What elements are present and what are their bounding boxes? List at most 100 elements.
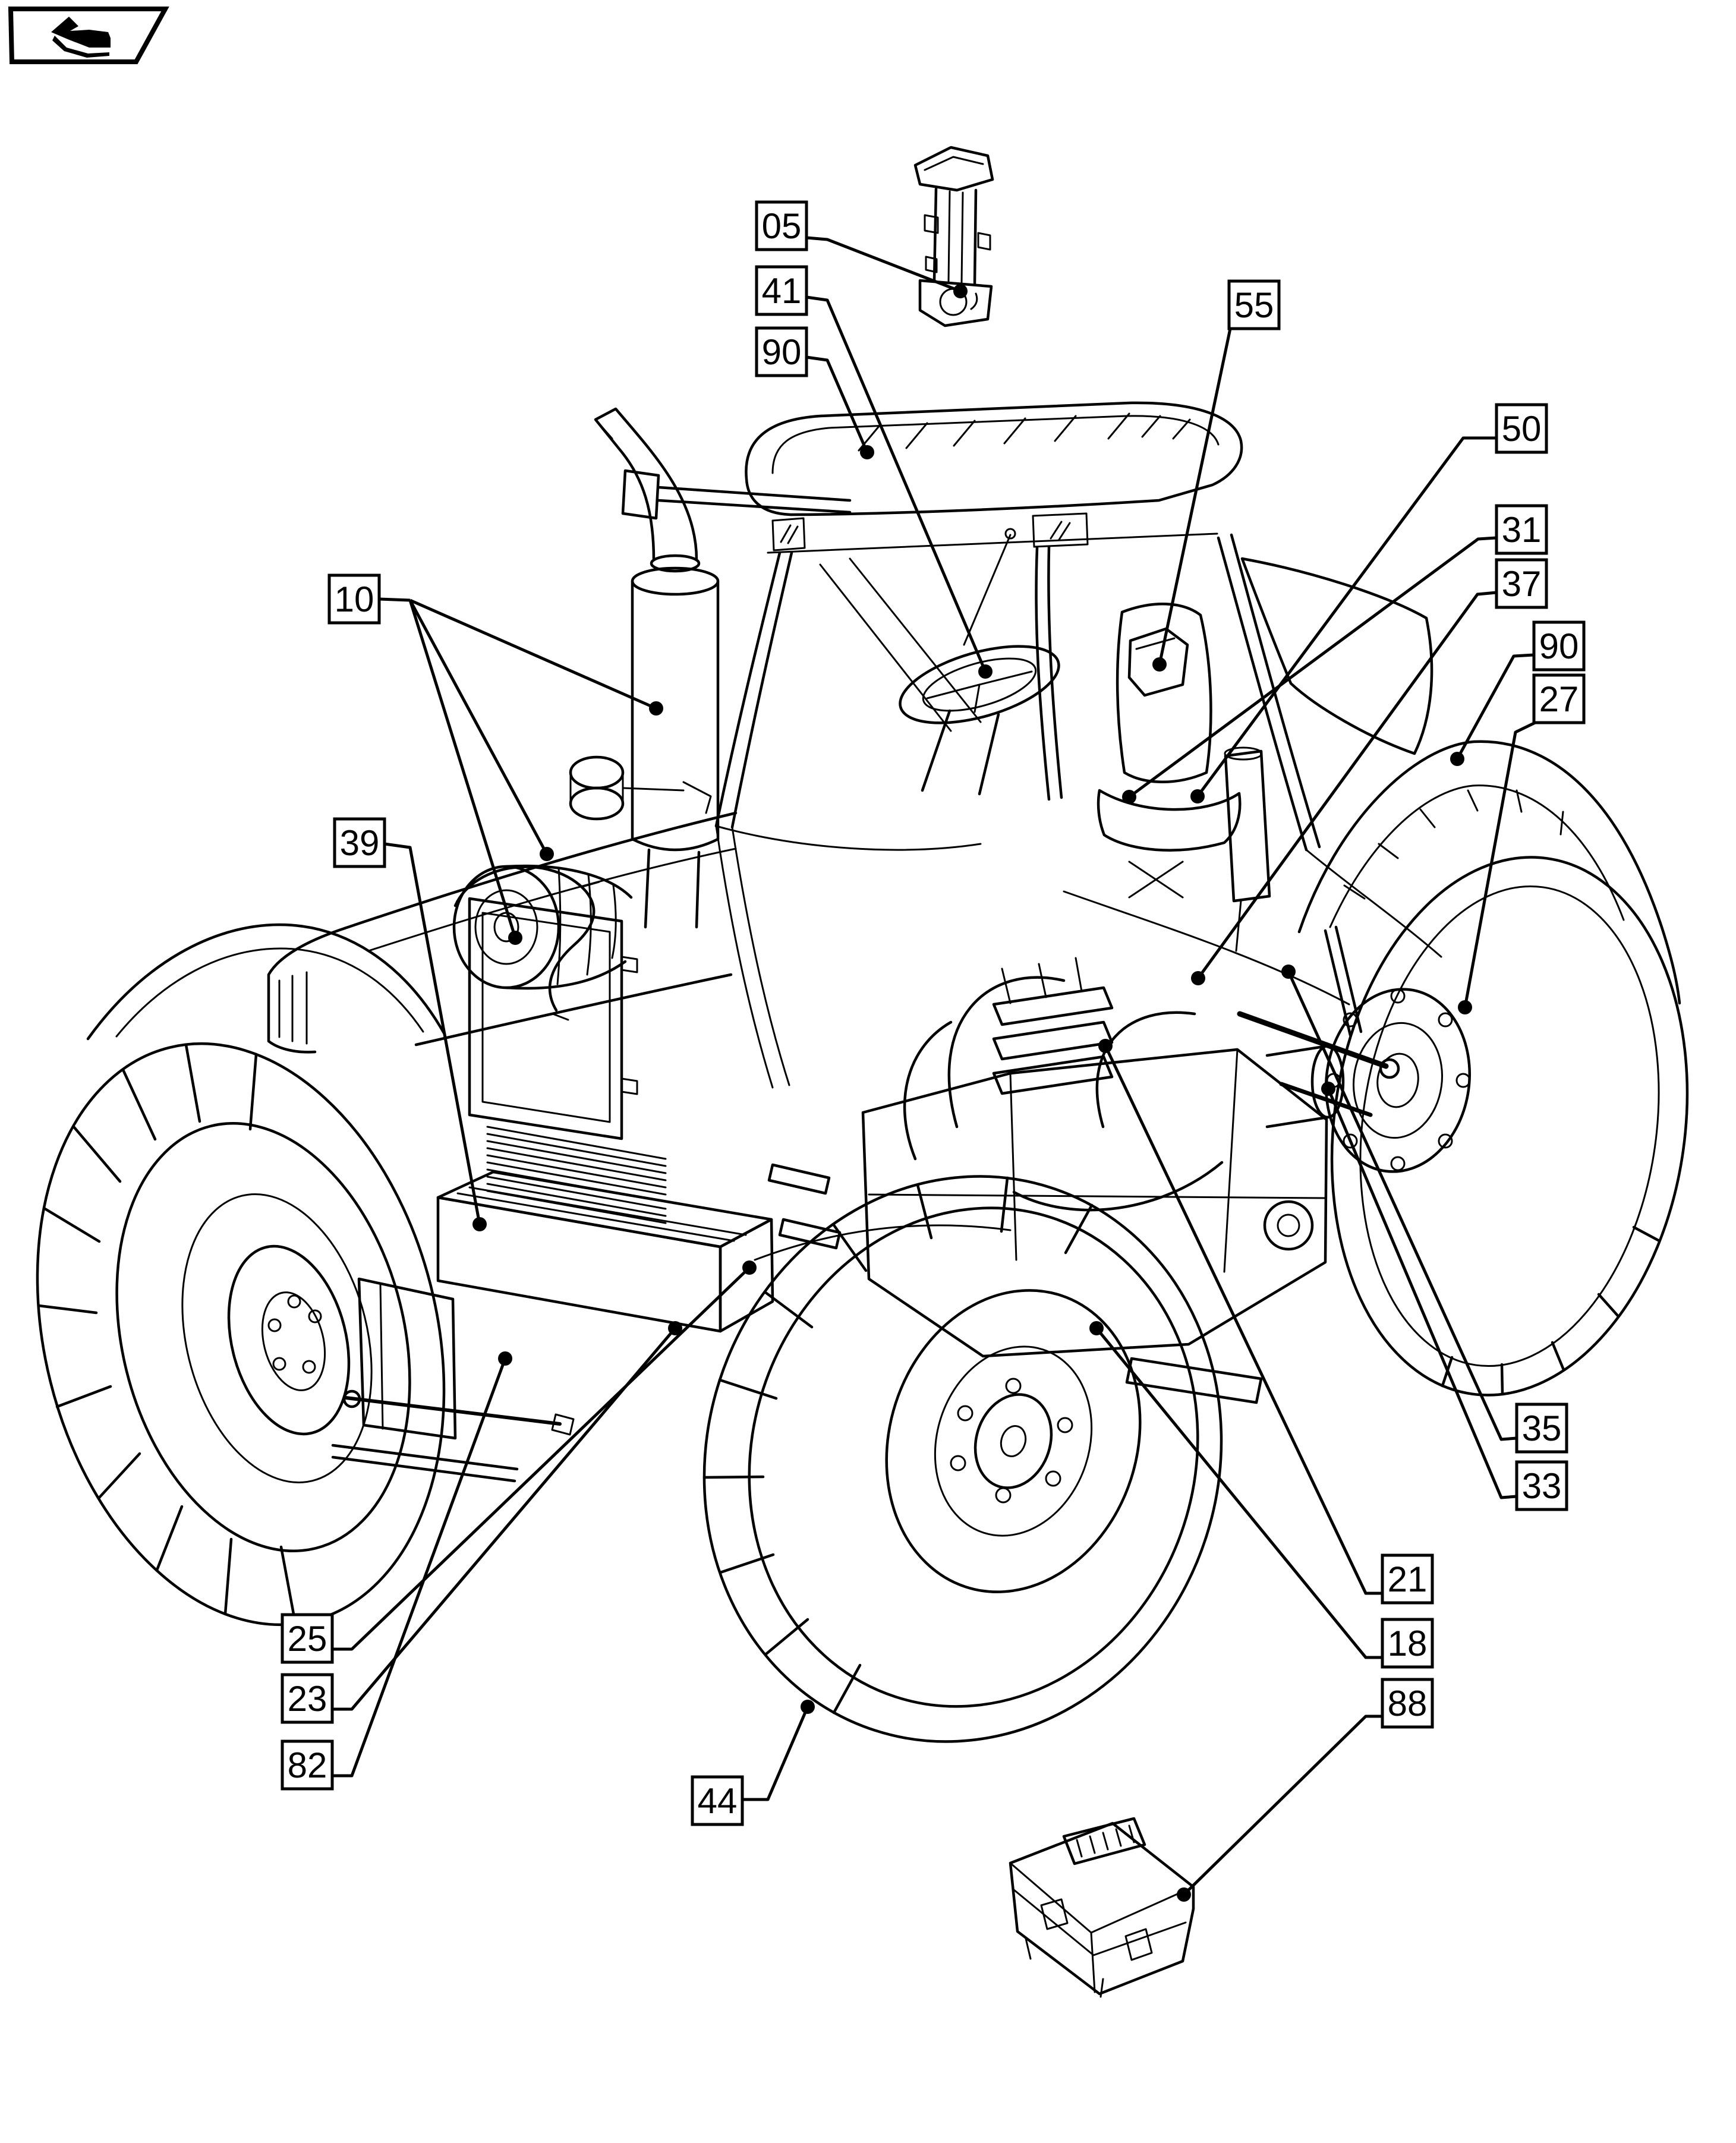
svg-text:55: 55 [1234,285,1274,325]
leader-33 [1327,1088,1517,1499]
callout-35[interactable]: 35 [1515,1403,1568,1454]
axle-housing [1265,1044,1329,1129]
callout-05[interactable]: 05 [755,200,808,251]
leader-dot [540,847,554,861]
battery-box [436,1170,774,1333]
callout-50[interactable]: 50 [1495,403,1548,454]
tractor-illustration [36,146,1689,1998]
svg-text:10: 10 [335,579,374,619]
leader-dot [1177,1887,1191,1902]
svg-text:05: 05 [762,206,802,246]
callout-41[interactable]: 41 [755,265,808,316]
callout-18[interactable]: 18 [1381,1618,1434,1669]
leader-21 [1104,1045,1382,1595]
callout-33[interactable]: 33 [1515,1460,1568,1511]
callouts: 05 41 90 10 39 55 50 31 37 90 27 35 33 2… [281,200,1586,1826]
remote-valve-stack [992,986,1114,1095]
tread-lugs [702,1176,1094,1715]
svg-text:90: 90 [762,332,802,372]
callout-90-fender[interactable]: 90 [1532,620,1586,672]
cab-front-window-left [771,517,806,551]
leader-dot [953,284,968,298]
callout-25[interactable]: 25 [281,1613,334,1664]
toolbox-handle [1062,1817,1146,1865]
callout-82[interactable]: 82 [281,1739,334,1791]
leader-dot [498,1351,512,1366]
svg-text:39: 39 [340,823,380,863]
callout-88[interactable]: 88 [1381,1678,1434,1729]
svg-text:50: 50 [1502,409,1542,449]
svg-text:35: 35 [1522,1408,1562,1448]
wiper [963,534,1012,646]
svg-text:31: 31 [1502,510,1542,550]
steering-wheel [899,645,1060,796]
callout-55[interactable]: 55 [1227,279,1281,330]
cab-front-window-right [1032,512,1089,548]
svg-text:82: 82 [288,1745,327,1785]
leader-dot [801,1700,815,1714]
callout-37[interactable]: 37 [1495,558,1548,609]
tread-lugs [1441,1225,1661,1396]
svg-text:18: 18 [1388,1624,1428,1663]
windshield-glass-lines [819,557,982,732]
back-button[interactable] [8,7,169,64]
front-left-fender [86,923,446,1041]
grille-lines [278,971,308,1045]
leader-dot [1098,1039,1113,1053]
leader-dot [1458,1000,1472,1014]
leader-41 [806,295,987,672]
leader-dot [508,931,522,945]
rear-left-wheel [702,1175,1223,1743]
leader-dot [978,664,993,679]
svg-text:21: 21 [1388,1559,1428,1599]
callout-23[interactable]: 23 [281,1673,334,1724]
svg-text:44: 44 [698,1781,738,1821]
callout-31[interactable]: 31 [1495,504,1548,555]
leader-dot [1190,789,1205,803]
svg-text:25: 25 [288,1619,327,1659]
callout-39[interactable]: 39 [333,817,386,868]
leader-05 [806,236,961,293]
lift-arm [1237,1011,1389,1069]
leader-dot [1152,657,1167,672]
cab-frame [714,528,1442,1089]
svg-text:41: 41 [762,271,802,311]
leader-dot [1321,1082,1335,1096]
air-cleaner [452,864,633,990]
grab-handle-part [913,146,994,327]
svg-text:33: 33 [1522,1466,1562,1506]
leader-dot [1089,1321,1104,1335]
cab-roof [745,401,1243,554]
transmission [754,746,1400,1404]
leader-dot [1191,971,1205,985]
callout-21[interactable]: 21 [1381,1553,1434,1605]
leader-10 [379,597,657,938]
leader-dot [668,1321,682,1335]
leader-39 [384,842,481,1225]
svg-text:90: 90 [1539,626,1579,666]
leader-44 [742,1706,809,1801]
drawbar [1125,1357,1263,1404]
callout-27[interactable]: 27 [1532,673,1586,724]
svg-text:37: 37 [1502,564,1542,604]
leader-82 [332,1358,507,1778]
coolant-hose [453,865,596,1012]
toolbox [1009,1817,1195,1998]
exhaust-stack [594,407,720,929]
pto-shaft [1263,1200,1314,1251]
leader-dot [742,1260,757,1275]
callout-90-roof[interactable]: 90 [755,326,808,377]
svg-text:88: 88 [1388,1684,1428,1723]
callout-10[interactable]: 10 [327,573,381,625]
leader-dot [472,1217,487,1231]
seat [1097,603,1242,899]
leader-31 [1128,536,1497,799]
hydraulic-hoses [903,976,1224,1212]
tread-lugs [37,1043,297,1625]
leader-dot [1122,790,1136,804]
callout-44[interactable]: 44 [691,1775,744,1826]
leader-23 [332,1327,676,1711]
side-mirror [569,755,712,821]
rear-right-wheel [1265,856,1689,1397]
